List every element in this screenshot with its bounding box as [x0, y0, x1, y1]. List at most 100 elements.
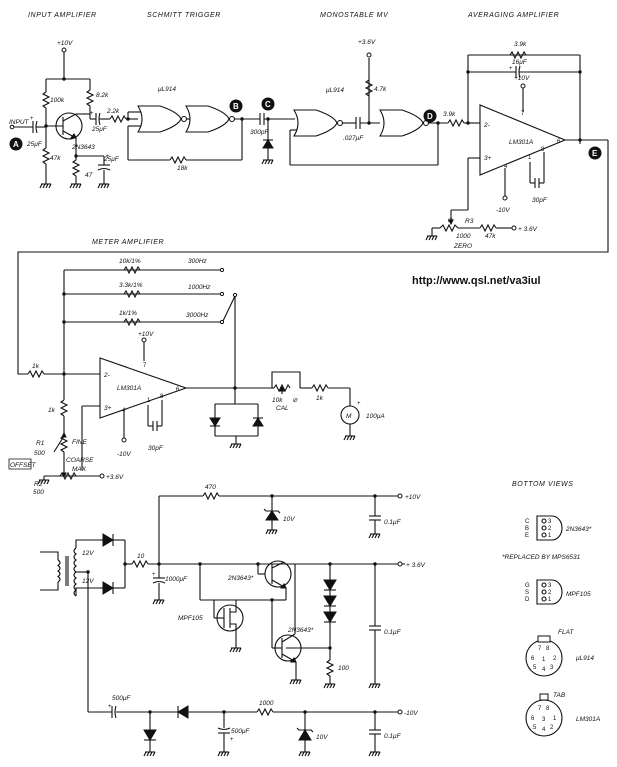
svg-text:7: 7: [538, 706, 542, 712]
svg-text:ZERO: ZERO: [453, 243, 472, 250]
svg-text:B: B: [233, 102, 239, 111]
svg-text:LM301A: LM301A: [509, 139, 533, 146]
svg-text:M: M: [346, 413, 352, 420]
svg-text:47k: 47k: [485, 233, 496, 240]
svg-text:8.2k: 8.2k: [96, 92, 109, 99]
node-b: B: [229, 99, 243, 113]
svg-text:10k/1%: 10k/1%: [119, 258, 141, 265]
svg-text:2N3643: 2N3643: [71, 144, 95, 151]
svg-text:μL914: μL914: [157, 86, 176, 93]
svg-text:3.9k: 3.9k: [514, 41, 527, 48]
svg-text:12V: 12V: [82, 550, 94, 557]
svg-text:3: 3: [548, 519, 552, 525]
node-d: D: [423, 109, 437, 123]
svg-text:1: 1: [542, 657, 546, 663]
svg-text:FINE: FINE: [72, 439, 87, 446]
svg-text:3.9k: 3.9k: [443, 111, 456, 118]
svg-text:47k: 47k: [50, 155, 61, 162]
title-monostable: MONOSTABLE MV: [320, 12, 389, 19]
svg-text:25μF: 25μF: [91, 126, 108, 133]
svg-text:-10V: -10V: [404, 710, 418, 717]
svg-text:2: 2: [548, 590, 552, 596]
title-meter-amplifier: METER AMPLIFIER: [92, 239, 164, 246]
svg-text:+: +: [30, 116, 34, 122]
svg-text:+10V: +10V: [514, 75, 530, 82]
svg-text:10: 10: [137, 553, 145, 560]
svg-text:500: 500: [34, 450, 45, 457]
svg-text:300Hz: 300Hz: [188, 258, 208, 265]
svg-text:+ 3.6V: + 3.6V: [518, 226, 538, 233]
svg-text:2N3643*: 2N3643*: [287, 627, 314, 634]
svg-text:4: 4: [542, 667, 546, 673]
svg-text:LM301A: LM301A: [117, 385, 141, 392]
svg-text:47: 47: [85, 172, 93, 179]
svg-text:2.2k: 2.2k: [106, 108, 120, 115]
svg-text:MPF105: MPF105: [178, 615, 203, 622]
svg-text:D: D: [525, 597, 530, 603]
svg-text:7: 7: [143, 363, 147, 369]
svg-text:6: 6: [531, 656, 535, 662]
svg-text:E: E: [525, 533, 529, 539]
svg-text:R2: R2: [34, 481, 43, 488]
svg-text:30pF: 30pF: [532, 197, 548, 204]
svg-text:3: 3: [542, 717, 546, 723]
svg-text:1: 1: [147, 398, 151, 404]
svg-text:0.1μF: 0.1μF: [384, 519, 402, 526]
power-supply: 12V 12V 10 + 1000μF 470 +10V: [40, 484, 426, 757]
svg-text:MAX: MAX: [72, 466, 87, 473]
svg-text:E: E: [592, 149, 598, 158]
svg-text:6: 6: [531, 716, 535, 722]
svg-text:18k: 18k: [177, 165, 188, 172]
svg-text:4.7k: 4.7k: [374, 86, 387, 93]
svg-text:6: 6: [557, 139, 561, 145]
svg-text:2: 2: [550, 725, 554, 731]
svg-text:1k/1%: 1k/1%: [119, 310, 137, 317]
svg-text:500μF: 500μF: [231, 728, 250, 735]
svg-text:+ 3.6V: + 3.6V: [406, 562, 426, 569]
svg-text:5: 5: [533, 665, 537, 671]
svg-text:6: 6: [176, 387, 180, 393]
svg-text:1k: 1k: [32, 363, 40, 370]
svg-text:R1: R1: [36, 440, 45, 447]
input-label: INPUT: [9, 119, 30, 126]
svg-text:+10V: +10V: [138, 331, 154, 338]
schmitt-trigger: μL914 18k: [128, 86, 260, 172]
svg-text:R3: R3: [465, 218, 474, 225]
svg-text:500μF: 500μF: [112, 695, 131, 702]
source-url: http://www.qsl.net/va3iul: [412, 275, 541, 287]
svg-text:7: 7: [538, 646, 542, 652]
svg-text:8: 8: [160, 394, 164, 400]
svg-text:8: 8: [546, 706, 550, 712]
svg-text:COARSE: COARSE: [66, 457, 94, 464]
svg-text:*REPLACED BY MPS6531: *REPLACED BY MPS6531: [502, 554, 581, 561]
bottom-views: BOTTOM VIEWS 3 2 1 C B E 2N3643* *REPLAC…: [502, 481, 600, 736]
svg-text:TAB: TAB: [553, 692, 566, 699]
averaging-amplifier: 3.9k 3.9k 16μF + 2- 3+ LM301A 6 7 4 1 8 …: [425, 41, 608, 250]
svg-text:10k: 10k: [272, 397, 283, 404]
monostable: 300pF μL914 .027μF +3.6V 4.7k: [250, 39, 448, 165]
svg-text:5: 5: [533, 725, 537, 731]
svg-text:+3.6V: +3.6V: [358, 39, 376, 46]
svg-text:LM301A: LM301A: [576, 716, 600, 723]
svg-text:BOTTOM VIEWS: BOTTOM VIEWS: [512, 481, 574, 488]
svg-text:7: 7: [521, 111, 525, 117]
svg-text:+3.6V: +3.6V: [106, 474, 124, 481]
svg-text:4: 4: [504, 164, 508, 170]
svg-text:100: 100: [338, 665, 349, 672]
svg-text:0.1μF: 0.1μF: [384, 629, 402, 636]
svg-text:FLAT: FLAT: [558, 629, 574, 636]
svg-text:1000μF: 1000μF: [165, 576, 188, 583]
svg-text:3+: 3+: [484, 155, 492, 162]
svg-text:10V: 10V: [283, 516, 295, 523]
svg-text:+: +: [108, 704, 112, 710]
svg-text:1: 1: [548, 597, 552, 603]
svg-text:3+: 3+: [104, 405, 112, 412]
svg-text:500: 500: [33, 489, 44, 496]
svg-text:+: +: [509, 66, 513, 72]
svg-text:1: 1: [528, 155, 532, 161]
svg-text:+: +: [357, 401, 361, 407]
svg-text:C: C: [525, 519, 530, 525]
svg-text:-10V: -10V: [496, 207, 510, 214]
svg-text:1k: 1k: [316, 395, 324, 402]
